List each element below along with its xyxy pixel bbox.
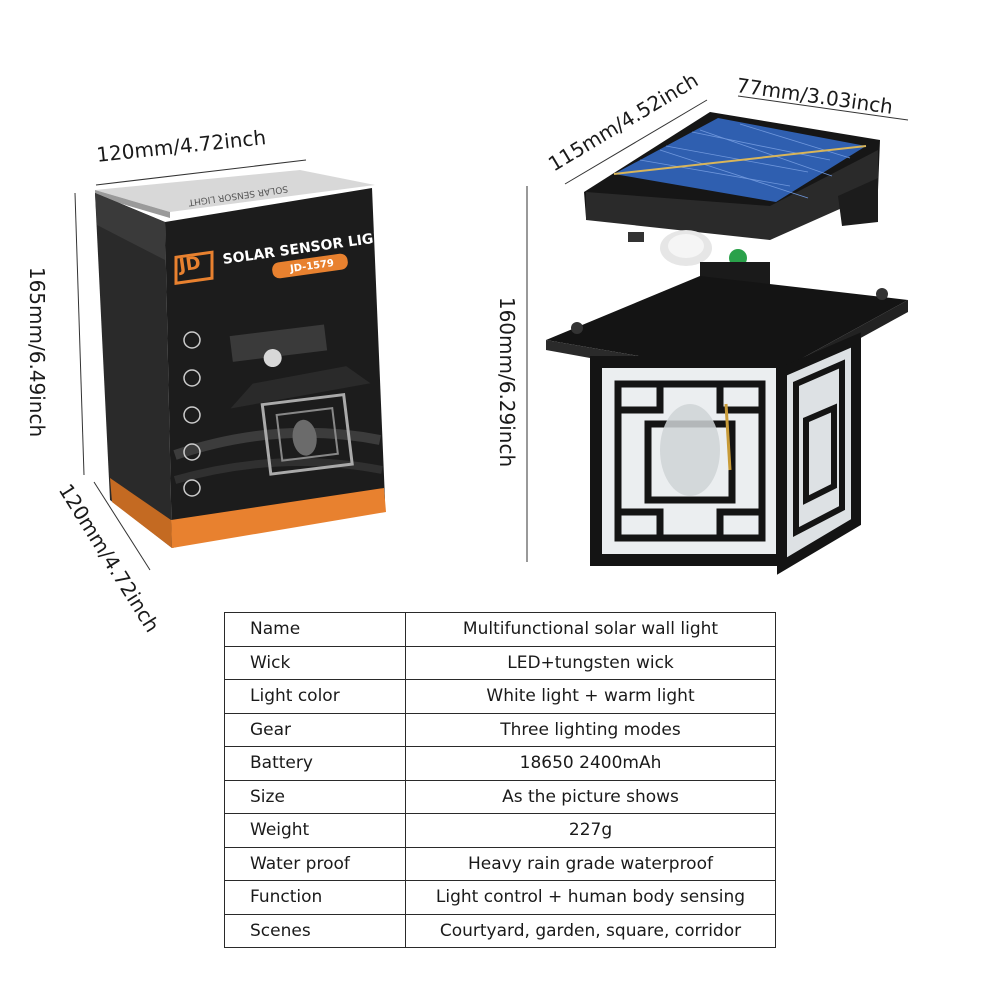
spec-label: Scenes: [224, 913, 406, 948]
spec-value: Light control + human body sensing: [405, 880, 776, 915]
model-badge: [272, 253, 348, 279]
spec-label: Light color: [224, 679, 406, 714]
spec-value: LED+tungsten wick: [405, 645, 776, 680]
box-height-dimension-line: [74, 192, 85, 476]
box-width-dimension-line: [95, 159, 307, 186]
spec-label: Name: [224, 612, 406, 647]
spec-value: White light + warm light: [405, 679, 776, 714]
spec-value: 18650 2400mAh: [405, 746, 776, 781]
box-front-face: [165, 188, 385, 548]
lamp-height-label: 160mm/6.29inch: [495, 296, 520, 468]
feature-icon-power: [183, 406, 201, 424]
spec-label: Wick: [224, 645, 406, 680]
spec-label: Water proof: [224, 846, 406, 881]
box-top: [95, 170, 375, 212]
spec-label: Size: [224, 779, 406, 814]
box-depth-dimension-line: [93, 481, 151, 571]
spec-value: Courtyard, garden, square, corridor: [405, 913, 776, 948]
feature-icon-light: [183, 369, 201, 387]
spec-value: Multifunctional solar wall light: [405, 612, 776, 647]
spec-value: Heavy rain grade waterproof: [405, 846, 776, 881]
box-orange-stripe: [171, 488, 386, 548]
spec-label: Function: [224, 880, 406, 915]
lamp-roof: [546, 276, 908, 378]
box-lamp-image: [229, 324, 371, 476]
spec-label: Weight: [224, 813, 406, 848]
tungsten-bulb: [660, 404, 720, 496]
panel-width-dimension-line: [737, 95, 909, 121]
spec-value: As the picture shows: [405, 779, 776, 814]
feature-icon-motion: [183, 331, 201, 349]
box-left-side: [95, 193, 172, 548]
brand-logo-box: [174, 250, 214, 285]
spec-label: Battery: [224, 746, 406, 781]
spec-value: 227g: [405, 813, 776, 848]
panel-depth-dimension-line: [564, 99, 708, 185]
spec-label: Gear: [224, 712, 406, 747]
spec-value: Three lighting modes: [405, 712, 776, 747]
feature-icon-waterproof: [183, 479, 201, 497]
feature-icon-solar: [183, 443, 201, 461]
